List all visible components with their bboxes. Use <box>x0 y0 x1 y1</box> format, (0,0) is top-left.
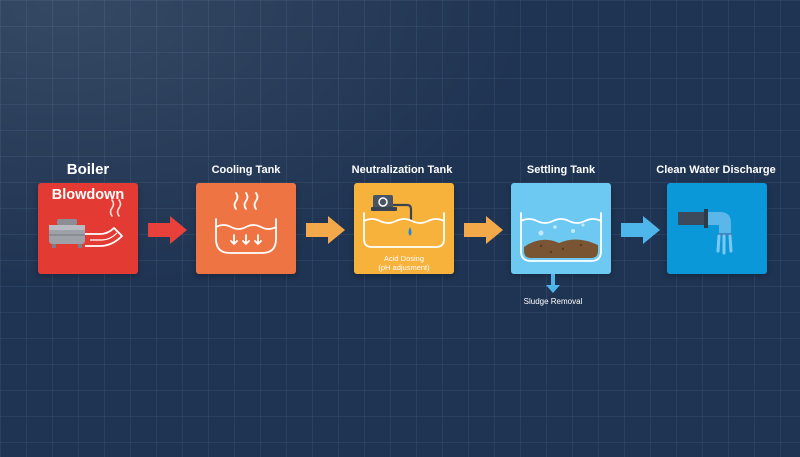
arrow-neutralization-to-settling <box>464 216 503 244</box>
ph-adjustment-caption: (pH adjusment) <box>378 263 430 272</box>
sludge-removal-label: Sludge Removal <box>523 297 583 306</box>
cooling-tank-icon <box>215 192 277 254</box>
arrow-settling-to-discharge <box>621 216 660 244</box>
arrow-boiler-to-cooling <box>148 216 187 244</box>
dosing-pump-icon <box>363 195 445 248</box>
clean-water-discharge-title: Clean Water Discharge <box>656 164 776 176</box>
acid-dosing-caption: Acid Dosing <box>383 254 425 263</box>
clean-water-discharge-box <box>667 183 767 274</box>
boiler-icon <box>49 199 123 248</box>
settling-tank-icon <box>520 212 602 262</box>
boiler-title: Boiler <box>66 161 110 178</box>
blowdown-title: Blowdown <box>51 187 125 203</box>
neutralization-tank-title: Neutralization Tank <box>351 164 453 176</box>
cooling-tank-box <box>196 183 296 274</box>
settling-tank-box <box>511 183 611 274</box>
sludge-removal-arrow <box>546 274 560 293</box>
arrow-cooling-to-neutralization <box>306 216 345 244</box>
cooling-tank-title: Cooling Tank <box>211 164 281 176</box>
boiler-box: Blowdown <box>38 183 138 274</box>
neutralization-tank-box: Acid Dosing (pH adjusment) <box>354 183 454 274</box>
discharge-pipe-icon <box>678 209 733 255</box>
settling-tank-title: Settling Tank <box>526 164 596 176</box>
